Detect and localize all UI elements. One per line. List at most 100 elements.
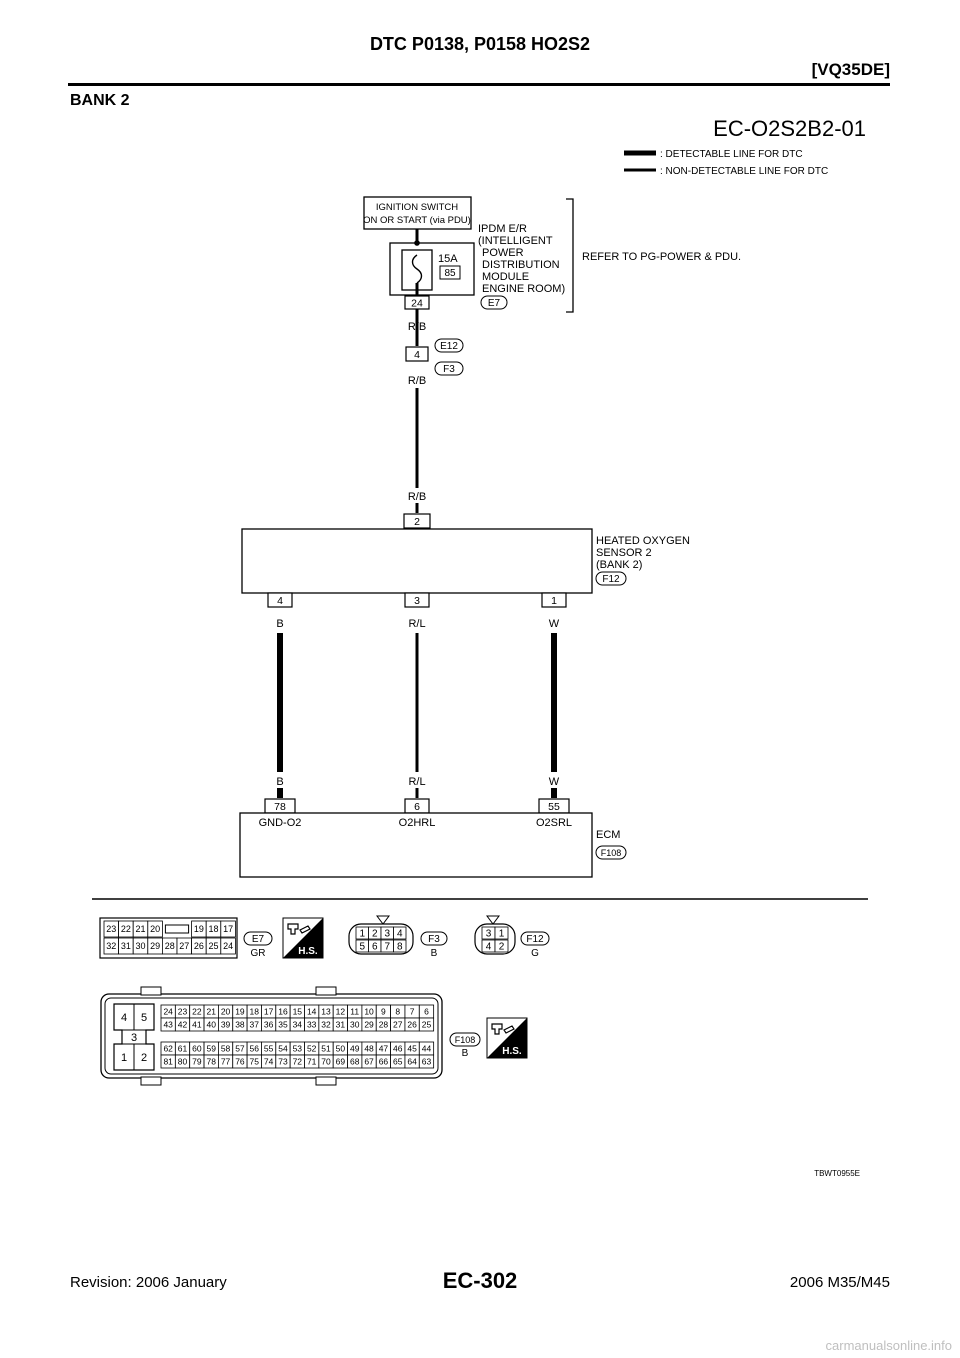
f3-pin: 5 — [359, 942, 365, 953]
fuse-icon — [411, 254, 423, 284]
diagram-code: EC-O2S2B2-01 — [713, 116, 866, 141]
f108-pin: 7 — [410, 1007, 415, 1017]
f108-pin: 56 — [250, 1044, 260, 1054]
wire-color-rl-top: R/L — [408, 618, 425, 630]
sensor-connector-tag — [595, 571, 627, 586]
f3-pin-cell — [393, 939, 407, 953]
fuse-rating: 15A — [438, 253, 458, 265]
ecm-terminal-55: 55 — [548, 801, 560, 813]
wire-color-rb-1: R/B — [408, 321, 426, 333]
fuse-number-box — [439, 265, 461, 280]
f3-pin: 3 — [384, 929, 390, 940]
f108-pin: 74 — [264, 1057, 274, 1067]
f3-pin: 7 — [384, 942, 390, 953]
f108-pin: 38 — [235, 1020, 245, 1030]
f12-connector-id: F12 — [526, 934, 544, 945]
sensor-terminal-3: 3 — [414, 595, 420, 607]
e7-pin-cell — [220, 920, 236, 938]
f108-pin: 41 — [192, 1020, 202, 1030]
f3-pin: 6 — [372, 942, 378, 953]
sensor-label-line3: (BANK 2) — [596, 559, 642, 571]
f108-pin: 33 — [307, 1020, 317, 1030]
ecm-signal-o2hrl: O2HRL — [399, 817, 436, 829]
f108-pin: 37 — [250, 1020, 260, 1030]
e7-pin: 18 — [208, 924, 218, 934]
engine-code: [VQ35DE] — [811, 60, 890, 79]
wire-color-b-top: B — [276, 618, 283, 630]
e7-pin: 19 — [194, 924, 204, 934]
f108-pin: 59 — [206, 1044, 216, 1054]
f108-pin: 60 — [192, 1044, 202, 1054]
ignition-switch-box — [363, 196, 472, 230]
e7-pin: 30 — [135, 941, 145, 951]
f108-pin: 46 — [393, 1044, 403, 1054]
sensor-top-terminal-box — [403, 513, 431, 529]
sensor-terminal-4: 4 — [277, 595, 283, 607]
f108-pin: 62 — [163, 1044, 173, 1054]
f108-pin: 34 — [293, 1020, 303, 1030]
footer-page-number: EC-302 — [442, 1268, 518, 1293]
ipdm-label-line5: MODULE — [482, 271, 529, 283]
joint-terminal: 4 — [414, 349, 420, 361]
e7-pin: 17 — [223, 924, 233, 934]
joint-terminal-box — [405, 346, 429, 362]
f108-pin: 75 — [250, 1057, 260, 1067]
f108-pin: 24 — [163, 1007, 173, 1017]
e7-connector-color: GR — [251, 948, 266, 959]
f108-pin: 81 — [163, 1057, 173, 1067]
f108-pin: 9 — [381, 1007, 386, 1017]
f12-pin: 1 — [499, 929, 505, 940]
f108-pin: 73 — [278, 1057, 288, 1067]
ecm-terminal-78: 78 — [274, 801, 286, 813]
f3-connector-color: B — [431, 948, 438, 959]
f108-pin: 80 — [178, 1057, 188, 1067]
f108-pin: 14 — [307, 1007, 317, 1017]
joint-connector-a: E12 — [440, 341, 458, 352]
svg-text:5: 5 — [141, 1012, 147, 1024]
sensor-top-terminal: 2 — [414, 516, 420, 528]
f108-pin: 44 — [422, 1044, 432, 1054]
f12-pin: 4 — [486, 942, 492, 953]
svg-text:H.S.: H.S. — [502, 1046, 522, 1057]
sensor-label-line1: HEATED OXYGEN — [596, 535, 690, 547]
f108-pin: 31 — [336, 1020, 346, 1030]
e7-pin: 25 — [208, 941, 218, 951]
f3-pin: 8 — [397, 942, 403, 953]
hs-harness-side-icon: H.S. — [282, 917, 324, 959]
e7-pin: 32 — [106, 941, 116, 951]
f108-pin: 53 — [293, 1044, 303, 1054]
f108-pin: 55 — [264, 1044, 274, 1054]
f108-pin: 17 — [264, 1007, 274, 1017]
f108-pin: 39 — [221, 1020, 231, 1030]
wire-color-rl-bottom: R/L — [408, 776, 425, 788]
f108-pin: 8 — [395, 1007, 400, 1017]
f108-pin-cell — [418, 1017, 435, 1032]
page-header-title: DTC P0138, P0158 HO2S2 — [369, 34, 591, 54]
e7-pin: 27 — [179, 941, 189, 951]
ecm-connector-tag — [595, 845, 627, 860]
f108-pin: 77 — [221, 1057, 231, 1067]
f108-pin: 19 — [235, 1007, 245, 1017]
section-title: BANK 2 — [70, 92, 130, 109]
f108-pin: 15 — [293, 1007, 303, 1017]
ipdm-connector-id: E7 — [488, 298, 501, 309]
f108-connector-id: F108 — [455, 1035, 476, 1045]
e7-key — [164, 924, 190, 934]
e7-pin-cell — [220, 937, 236, 955]
f3-pin-cell — [393, 926, 407, 940]
f108-pin: 22 — [192, 1007, 202, 1017]
f108-pin: 11 — [350, 1007, 359, 1017]
e7-pin: 24 — [223, 941, 233, 951]
f108-pin: 16 — [278, 1007, 288, 1017]
e7-connector-id: E7 — [252, 934, 265, 945]
f108-pin: 52 — [307, 1044, 317, 1054]
sensor-terminal-1-box — [541, 592, 567, 608]
f108-pin: 27 — [393, 1020, 403, 1030]
f108-pin: 30 — [350, 1020, 360, 1030]
sensor-terminal-4-box — [267, 592, 293, 608]
sensor-connector-id: F12 — [602, 574, 620, 585]
ignition-switch-line1: IGNITION SWITCH — [376, 202, 458, 213]
e7-pin: 28 — [165, 941, 175, 951]
f12-pin: 2 — [499, 942, 505, 953]
